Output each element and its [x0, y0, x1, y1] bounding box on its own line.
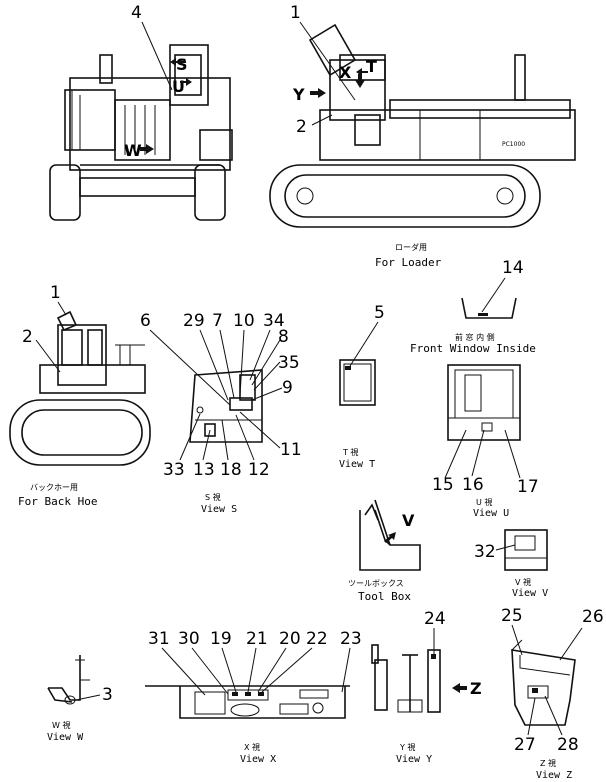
- callout-35: 35: [278, 353, 300, 373]
- callout-18: 18: [220, 460, 242, 480]
- callout-1: 1: [50, 283, 61, 303]
- caption-view-w-jp: W 視: [52, 721, 70, 730]
- callout-1: 1: [290, 3, 301, 23]
- callout-2: 2: [22, 327, 33, 347]
- view-letter-w: W: [124, 141, 142, 160]
- view-t-drawing: [339, 359, 376, 406]
- caption-view-s: View S: [201, 504, 237, 515]
- caption-view-s-jp: S 視: [205, 493, 221, 502]
- arrow-right-icon: [140, 144, 154, 154]
- machine-side-view-backhoe: [9, 324, 151, 466]
- callout-21: 21: [246, 629, 268, 649]
- callout-27: 27: [514, 735, 536, 755]
- tool-box-drawing: [359, 499, 421, 571]
- callout-32: 32: [474, 542, 496, 562]
- arrow-left-icon: [452, 683, 467, 693]
- callout-31: 31: [148, 629, 170, 649]
- caption-view-t-jp: T 視: [342, 448, 358, 457]
- callout-2: 2: [296, 117, 307, 137]
- arrow-right-icon: [310, 88, 326, 98]
- view-letter-v: V: [402, 511, 415, 530]
- arrow-left-icon: [170, 58, 186, 66]
- callout-9: 9: [282, 378, 293, 398]
- callout-3: 3: [102, 685, 113, 705]
- caption-view-u-jp: U 視: [476, 498, 492, 507]
- caption-view-t: View T: [339, 459, 375, 470]
- caption-view-x: View X: [240, 754, 276, 765]
- arrow-down-left-icon: [384, 532, 396, 543]
- callout-30: 30: [178, 629, 200, 649]
- callout-12: 12: [248, 460, 270, 480]
- arrow-left-icon: [356, 68, 368, 76]
- callout-10: 10: [233, 311, 255, 331]
- caption-for-loader-jp: ローダ用: [395, 242, 427, 252]
- view-u-drawing: [447, 364, 521, 441]
- view-x-drawing: [145, 685, 350, 719]
- model-badge: PC1000: [502, 141, 525, 148]
- callout-5: 5: [374, 303, 385, 323]
- callout-14: 14: [502, 258, 524, 278]
- view-letter-s: S: [176, 55, 188, 74]
- caption-view-z: View Z: [536, 770, 572, 781]
- callout-33: 33: [163, 460, 185, 480]
- caption-view-u: View U: [473, 508, 509, 519]
- callout-24: 24: [424, 609, 446, 629]
- view-letter-z: Z: [470, 679, 482, 698]
- arrow-down-icon: [355, 74, 365, 88]
- callout-34: 34: [263, 311, 285, 331]
- decal-box: [308, 23, 357, 77]
- view-s-drawing: [189, 369, 263, 443]
- view-letter-u: U: [172, 77, 185, 96]
- callout-11: 11: [280, 440, 302, 460]
- callout-20: 20: [279, 629, 301, 649]
- view-letter-t: T: [366, 57, 377, 76]
- machine-side-view-loader: [269, 54, 576, 228]
- front-window-drawing: [461, 297, 517, 319]
- callout-26: 26: [582, 607, 604, 627]
- caption-view-y: View Y: [396, 754, 432, 765]
- caption-view-x-jp: X 視: [244, 743, 260, 752]
- caption-front-window: Front Window Inside: [410, 342, 536, 355]
- view-w-drawing: [47, 655, 90, 705]
- decal-box: [56, 310, 78, 332]
- machine-front-view: [49, 44, 233, 221]
- caption-view-w: View W: [47, 732, 84, 743]
- callout-17: 17: [517, 477, 539, 497]
- caption-view-v: View V: [512, 588, 548, 599]
- caption-for-backhoe-jp: バックホー用: [30, 483, 78, 492]
- caption-view-y-jp: Y 視: [399, 743, 415, 752]
- view-letter-y: Y: [292, 85, 305, 104]
- callout-8: 8: [278, 327, 289, 347]
- callout-28: 28: [557, 735, 579, 755]
- caption-tool-box: Tool Box: [358, 590, 411, 603]
- caption-for-backhoe: For Back Hoe: [18, 495, 97, 508]
- callout-7: 7: [212, 311, 223, 331]
- view-v-drawing: [504, 529, 548, 571]
- callout-25: 25: [501, 606, 523, 626]
- callout-6: 6: [140, 311, 151, 331]
- view-z-drawing: [511, 639, 576, 726]
- callout-15: 15: [432, 475, 454, 495]
- caption-front-window-jp: 前 窓 内 側: [455, 332, 495, 342]
- callout-4: 4: [131, 3, 142, 23]
- callout-29: 29: [183, 311, 205, 331]
- callout-22: 22: [306, 629, 328, 649]
- caption-tool-box-jp: ツールボックス: [348, 579, 404, 588]
- arrow-right-icon: [180, 78, 192, 86]
- caption-for-loader: For Loader: [375, 256, 442, 269]
- callout-13: 13: [193, 460, 215, 480]
- callout-19: 19: [210, 629, 232, 649]
- callout-23: 23: [340, 629, 362, 649]
- caption-view-v-jp: V 視: [515, 578, 531, 587]
- view-y-drawing: [371, 644, 441, 713]
- callout-16: 16: [462, 475, 484, 495]
- caption-view-z-jp: Z 視: [540, 759, 556, 768]
- view-letter-x: X: [339, 63, 352, 82]
